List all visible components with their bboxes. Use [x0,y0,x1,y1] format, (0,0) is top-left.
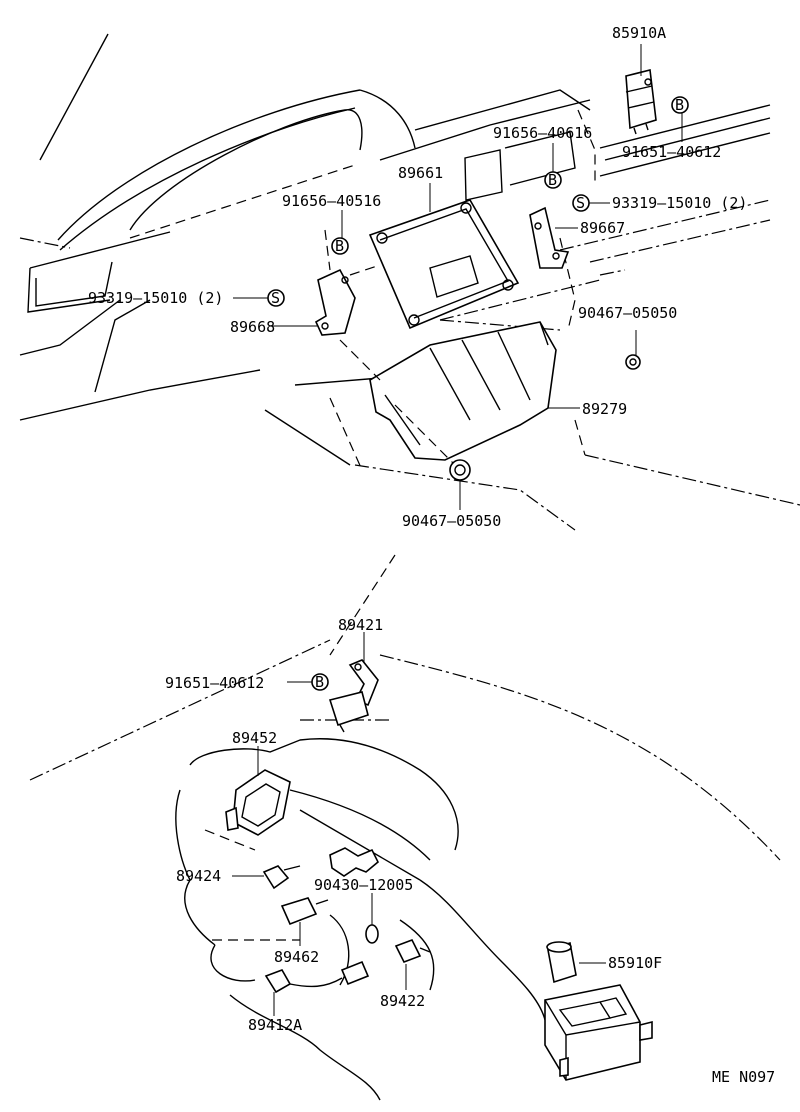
bolt-symbol-2-letter: B [548,171,557,189]
callout-93319-15010-right: 93319–15010 (2) [612,194,747,212]
callout-89421: 89421 [338,616,383,634]
sensor-89424 [262,865,301,890]
callout-89424: 89424 [176,867,221,885]
callout-labels: 85910A 91651–40612 91656–40616 89661 933… [88,24,775,1086]
relay-85910F [546,941,577,984]
module-89452 [225,769,291,836]
ecu-89661 [368,199,520,330]
callout-91651-40612: 91651–40612 [622,143,721,161]
screw-symbol-2: S [267,289,285,307]
callout-90467-05050-upper: 90467–05050 [578,304,677,322]
sensor-89422 [394,938,431,964]
sensor-89421 [328,659,379,733]
footer-code: ME N097 [712,1068,775,1086]
callout-89422: 89422 [380,992,425,1010]
bolt-symbol-3-letter: B [335,237,344,255]
bolt-symbol-1: B [671,96,689,114]
bolt-symbol-1-letter: B [675,96,684,114]
leader-lines-upper [233,44,683,510]
washer-90430 [365,924,379,944]
cover-89279 [339,321,557,466]
callout-93319-15010-left: 93319–15010 (2) [88,289,223,307]
callout-89667: 89667 [580,219,625,237]
screw-symbol-2-letter: S [271,289,280,307]
sensor-89462 [280,897,329,926]
bracket-89668 [314,229,381,336]
callout-90467-05050-lower: 90467–05050 [402,512,501,530]
gasket-shape [329,847,379,877]
vehicle-body-outline [19,33,800,531]
callout-91651-40612-lower: 91651–40612 [165,674,264,692]
bolt-symbol-3: B [331,237,349,255]
callout-89452: 89452 [232,729,277,747]
callout-89279: 89279 [582,400,627,418]
callout-89661: 89661 [398,164,443,182]
callout-85910A: 85910A [612,24,666,42]
callout-91656-40616: 91656–40616 [493,124,592,142]
bolt-symbol-2: B [544,171,562,189]
bracket-89667 [529,206,570,269]
callout-89412A: 89412A [248,1016,302,1034]
callout-90430-12005: 90430–12005 [314,876,413,894]
grommet-90467-lower [449,459,471,481]
bolt-symbol-4: B [311,673,329,691]
relay-box [544,984,653,1081]
callout-91656-40516: 91656–40516 [282,192,381,210]
relay-85910A [625,69,657,135]
sensor-89412A [264,960,370,994]
leader-lines-lower [232,632,606,1016]
callout-85910F: 85910F [608,954,662,972]
engine-outline [29,554,781,1101]
callout-89668: 89668 [230,318,275,336]
screw-symbol-1: S [572,194,590,212]
bolt-symbol-4-letter: B [315,673,324,691]
screw-symbol-1-letter: S [576,194,585,212]
grommet-90467-upper [625,354,641,370]
callout-89462: 89462 [274,948,319,966]
